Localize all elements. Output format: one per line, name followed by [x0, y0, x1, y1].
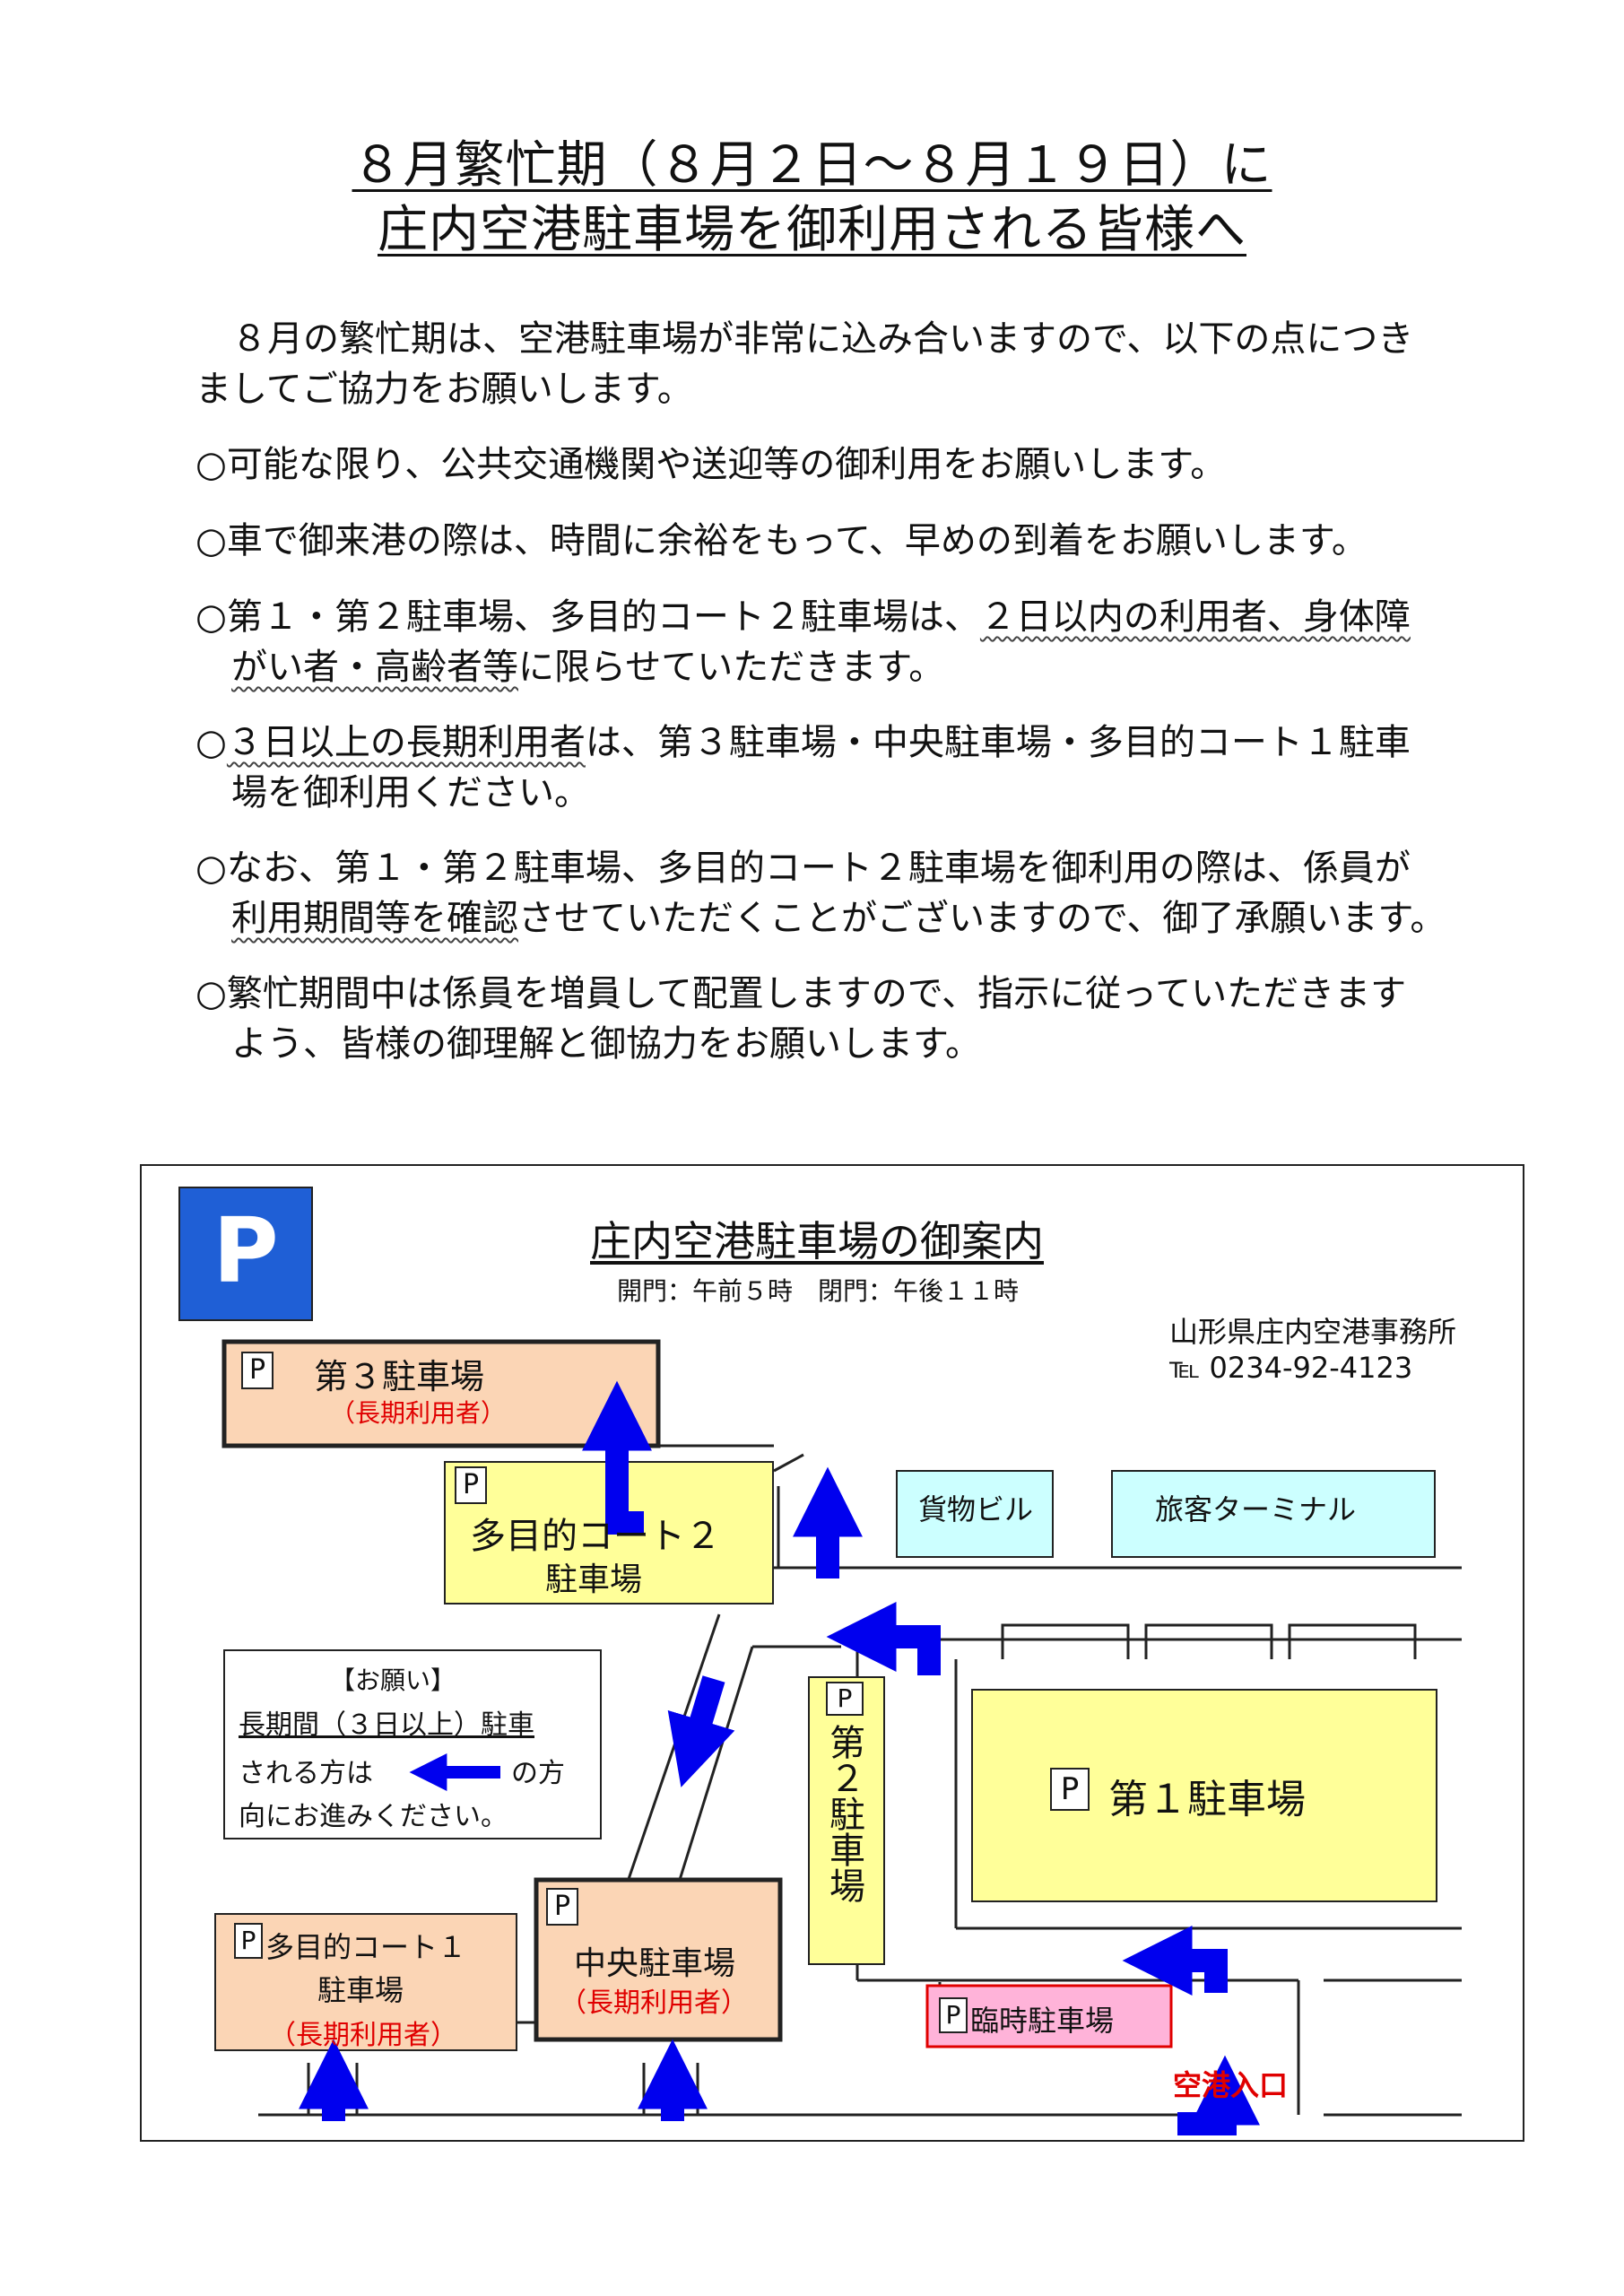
- notice-line2a: される方は: [239, 1758, 373, 1789]
- page-title-line2: 庄内空港駐車場を御利用される皆様へ: [0, 199, 1624, 262]
- central-p: P: [553, 1891, 571, 1922]
- item-long-term-line1: ○３日以上の長期利用者は、第３駐車場・中央駐車場・多目的コート１駐車: [195, 718, 1523, 768]
- lot1-name: 第１駐車場: [1108, 1777, 1306, 1822]
- item-short-term-pre: ○第１・第２駐車場、多目的コート２駐車場は、: [195, 596, 980, 638]
- item-check-post: させていただくことがございますので、御了承願います。: [518, 898, 1446, 939]
- p-box-lot1: [1050, 1768, 1090, 1811]
- item-short-term-emph1: ２日以内の利用者、身体障: [979, 596, 1411, 638]
- intro-line2: ましてご協力をお願いします。: [195, 369, 693, 410]
- arrow-temp-left: [1122, 1926, 1228, 1996]
- notice-line2b: の方: [511, 1758, 565, 1789]
- p-logo-text: P: [213, 1198, 279, 1303]
- item-check-emph: 利用期間等を確認: [231, 898, 518, 939]
- road-court2-exit: [773, 1453, 804, 1473]
- p-box-lot2: [826, 1682, 864, 1716]
- lot1-p: P: [1060, 1771, 1080, 1807]
- item-long-term-post: は、第３駐車場・中央駐車場・多目的コート１駐車: [585, 722, 1411, 763]
- arrow-diagonal-down: [667, 1675, 735, 1787]
- title-text-2: 庄内空港駐車場を御利用される皆様へ: [378, 201, 1246, 259]
- notice-line3: 向にお進みください。: [239, 1801, 508, 1832]
- lot1-box: [971, 1689, 1437, 1902]
- road-lines: [258, 1444, 1462, 2117]
- p-box-temp: [939, 1997, 968, 2033]
- court2-name: 多目的コート２: [470, 1516, 721, 1557]
- terminal-box: [1111, 1470, 1436, 1558]
- central-sub: （長期利用者）: [560, 1987, 748, 2019]
- court2-p: P: [462, 1469, 480, 1500]
- notice-title: 【お願い】: [330, 1665, 456, 1695]
- item-long-term-line2: 場を御利用ください。: [195, 772, 590, 813]
- item-arrive-early: ○車で御来港の際は、時間に余裕をもって、早めの到着をお願いします。: [195, 520, 1368, 561]
- direction-arrows: [299, 1380, 1260, 2135]
- item-check-line2: 利用期間等を確認させていただくことがございますので、御了承願います。: [195, 893, 1523, 944]
- item-short-term-post: に限らせていただきます。: [518, 647, 945, 688]
- office-name: 山形県庄内空港事務所: [1169, 1315, 1457, 1349]
- temp-name: 臨時駐車場: [970, 2004, 1115, 2038]
- lot1-tabs: [1001, 1623, 1417, 1659]
- map-drawing: [178, 1187, 1462, 2135]
- item-check-line1: ○なお、第１・第２駐車場、多目的コート２駐車場を御利用の際は、係員が: [195, 848, 1411, 889]
- item-staff-line2: よう、皆様の御理解と御協力をお願いします。: [195, 1023, 981, 1065]
- arrow-entrance: [1177, 2055, 1260, 2135]
- lot1-tab-3: [1288, 1623, 1417, 1659]
- item-public-transport: ○可能な限り、公共交通機関や送迎等の御利用をお願いします。: [195, 444, 1227, 485]
- item-short-term-line1: ○第１・第２駐車場、多目的コート２駐車場は、２日以内の利用者、身体障: [195, 592, 1523, 642]
- court1-box: [214, 1913, 517, 2051]
- p-box-central: [546, 1888, 578, 1926]
- terminal-label: 旅客ターミナル: [1155, 1492, 1357, 1526]
- court1-name: 多目的コート１: [265, 1930, 467, 1964]
- lot2-box: [808, 1676, 885, 1965]
- p-box-lot3: [241, 1352, 274, 1389]
- p-box-court2: [455, 1466, 487, 1504]
- central-name: 中央駐車場: [574, 1945, 736, 1982]
- parking-map: P 庄内空港駐車場の御案内 開門：午前５時 閉門：午後１１時 山形県庄内空港事務…: [140, 1164, 1524, 2142]
- p-logo-box: [178, 1187, 313, 1321]
- p-box-court1: [234, 1923, 263, 1959]
- notice-box: [223, 1649, 602, 1839]
- lot1-tab-1: [1001, 1623, 1130, 1659]
- cargo-box: [896, 1470, 1054, 1558]
- office-tel: ℡ 0234-92-4123: [1169, 1351, 1413, 1385]
- item-long-term-emph: ３日以上の長期利用者: [226, 722, 586, 763]
- item-long-term-pre: ○: [195, 722, 227, 763]
- court1-p: P: [240, 1926, 256, 1955]
- item-short-term-emph2: がい者・高齢者等: [231, 647, 518, 688]
- arrow-lot1-left: [826, 1602, 941, 1675]
- arrow-to-lot3: [582, 1380, 652, 1535]
- notice-line1: 長期間（３日以上）駐車: [239, 1709, 534, 1741]
- intro-line1: ８月の繁忙期は、空港駐車場が非常に込み合いますので、以下の点につき: [195, 318, 1414, 360]
- cargo-label: 貨物ビル: [918, 1492, 1034, 1526]
- court1-sub: （長期利用者）: [269, 2020, 457, 2051]
- lot2-p: P: [837, 1683, 853, 1713]
- road-left-diagonal: [626, 1613, 721, 1883]
- p-mark-boxes: [234, 1352, 1090, 2033]
- title-text-1: ８月繁忙期（８月２日～８月１９日）に: [352, 136, 1272, 195]
- court1-name2: 駐車場: [317, 1973, 404, 2007]
- item-staff-line1: ○繁忙期間中は係員を増員して配置しますので、指示に従っていただきます: [195, 973, 1407, 1014]
- entrance-label: 空港入口: [1173, 2068, 1289, 2102]
- map-hours: 開門：午前５時 閉門：午後１１時: [617, 1276, 1020, 1306]
- temp-box: [925, 1984, 1173, 2048]
- court2-name2: 駐車場: [545, 1561, 643, 1598]
- lot3-p: P: [248, 1354, 266, 1386]
- lot3-name: 第３駐車場: [314, 1357, 485, 1396]
- map-title: 庄内空港駐車場の御案内: [590, 1217, 1044, 1265]
- lot3-sub: （長期利用者）: [330, 1398, 507, 1428]
- page-title-line1: ８月繁忙期（８月２日～８月１９日）に: [0, 135, 1624, 197]
- lot2-name: 第２駐車場: [823, 1724, 864, 1903]
- lot1-tab-2: [1144, 1623, 1273, 1659]
- item-short-term-line2: がい者・高齢者等に限らせていただきます。: [195, 642, 1523, 692]
- temp-p: P: [945, 2000, 961, 2030]
